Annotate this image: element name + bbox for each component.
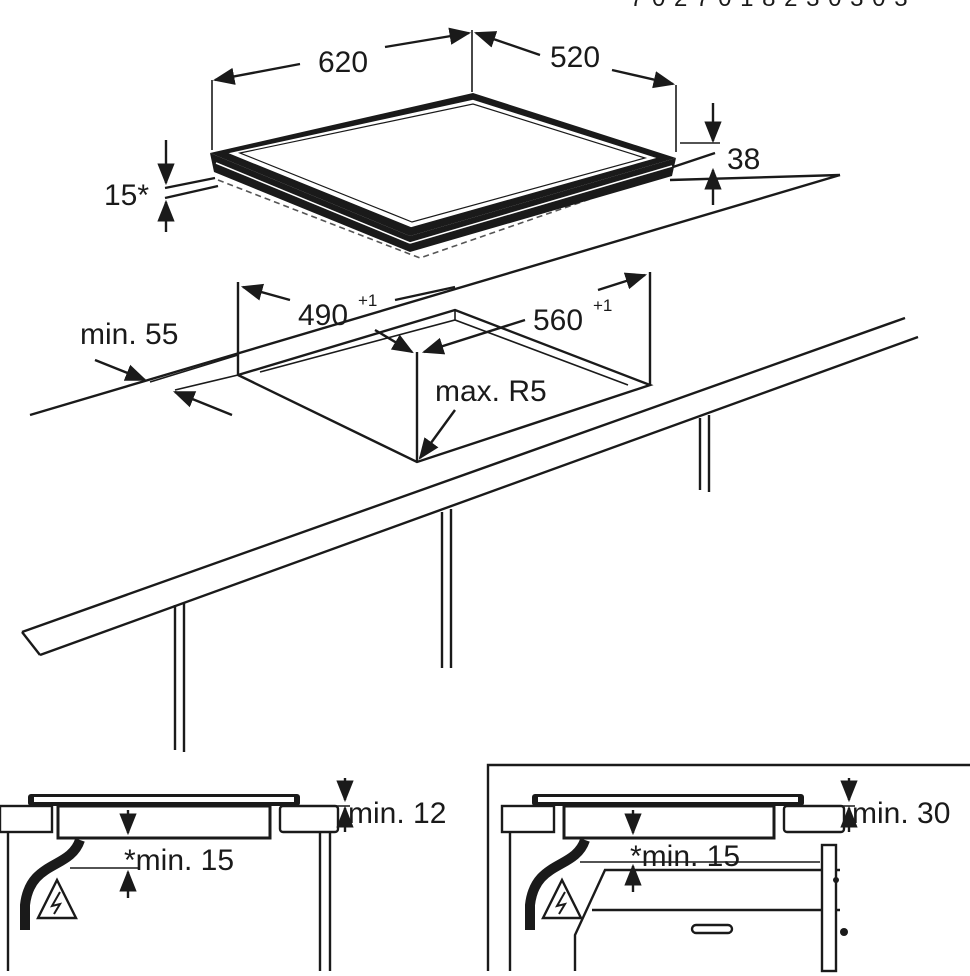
detail-right-drawing: [486, 763, 970, 973]
detail-left-drawing: [0, 778, 354, 971]
header-code-fragment: 7 0 2 7 0 1 8 2 3 0 3 0 3: [630, 0, 909, 12]
cutout-width-tolerance: +1: [358, 291, 377, 310]
hob-drawing: [157, 27, 841, 259]
detail-right-top-clearance: min. 30: [852, 797, 950, 830]
detail-right-bottom-clearance: *min. 15: [630, 840, 740, 873]
worktop-drawing: [21, 173, 919, 752]
corner-radius-label: max. R5: [435, 375, 547, 408]
hob-edge-offset-label: 15*: [104, 179, 149, 212]
detail-left-bottom-clearance: *min. 15: [124, 844, 234, 877]
cutout-width-value: 490: [298, 299, 348, 332]
hob-depth-label: 520: [550, 41, 600, 74]
hob-height-label: 38: [727, 143, 760, 176]
hob-width-label: 620: [318, 46, 368, 79]
cutout-depth-tolerance: +1: [593, 296, 612, 315]
cutout-depth-value: 560: [533, 304, 583, 337]
detail-left-top-clearance: min. 12: [348, 797, 446, 830]
front-distance-label: min. 55: [80, 318, 178, 351]
